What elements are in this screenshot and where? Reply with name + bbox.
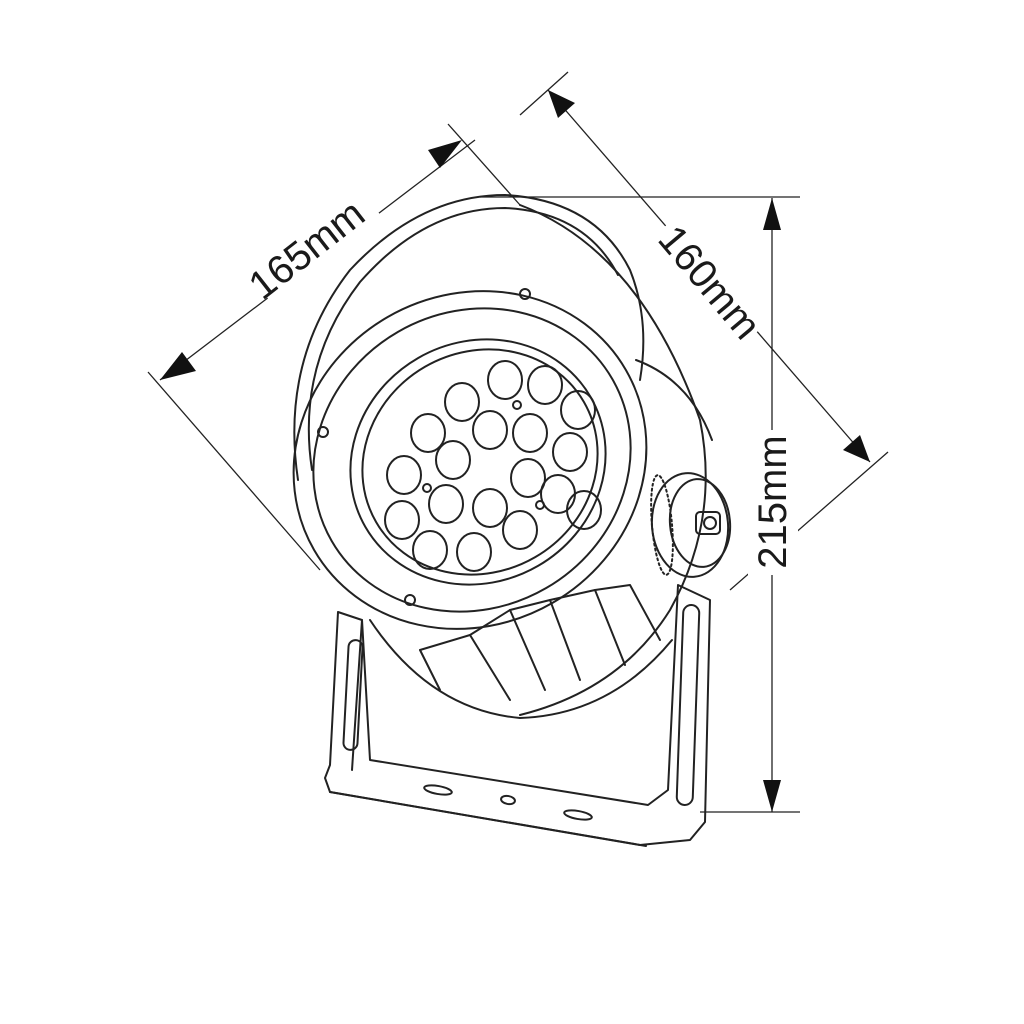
led-lens: [560, 390, 596, 430]
inner-screw: [422, 483, 432, 493]
led-lens: [512, 413, 548, 453]
led-lens: [527, 365, 563, 405]
bracket-slot-left: [342, 639, 364, 751]
led-lens: [472, 488, 508, 528]
led-lens: [444, 382, 480, 422]
led-lens: [510, 458, 546, 498]
led-lens: [386, 455, 422, 495]
dimension-165mm: 165mm: [147, 123, 521, 571]
extension-line: [519, 71, 569, 116]
led-lens: [456, 532, 492, 572]
front-bezel: [292, 288, 648, 630]
led-lens: [552, 432, 588, 472]
glare-shield: [293, 194, 645, 481]
arrowhead: [843, 435, 870, 462]
led-lens: [472, 410, 508, 450]
arrowhead: [548, 90, 575, 118]
arrowhead: [763, 198, 781, 230]
led-array: [384, 360, 602, 572]
bracket-slot-right: [675, 604, 701, 806]
dimension-215mm: 215mm: [480, 196, 800, 813]
mount-hole: [500, 794, 516, 806]
extension-line: [147, 371, 321, 571]
dimension-160mm: 160mm: [519, 71, 889, 591]
inner-screw: [512, 400, 522, 410]
mount-hole: [563, 809, 593, 821]
bezel-screw: [317, 426, 329, 438]
led-lens: [410, 413, 446, 453]
arrowhead: [763, 780, 781, 812]
bezel-screw: [404, 594, 416, 606]
extension-line: [447, 123, 521, 206]
led-lens: [428, 484, 464, 524]
led-lens: [566, 490, 602, 530]
led-lens: [502, 510, 538, 550]
led-lens: [412, 530, 448, 570]
led-lens: [487, 360, 523, 400]
adjustment-knob: [650, 472, 732, 578]
arrowhead: [160, 352, 196, 380]
inner-screw: [535, 500, 545, 510]
bezel-screw: [519, 288, 531, 300]
led-lens: [435, 440, 471, 480]
mounting-bracket: [324, 584, 711, 847]
arrowhead: [428, 140, 462, 168]
led-lens: [384, 500, 420, 540]
led-lens: [540, 474, 576, 514]
dimension-label-215: 215mm: [751, 435, 795, 568]
mount-hole: [423, 784, 453, 796]
knob-bolt: [695, 511, 721, 535]
